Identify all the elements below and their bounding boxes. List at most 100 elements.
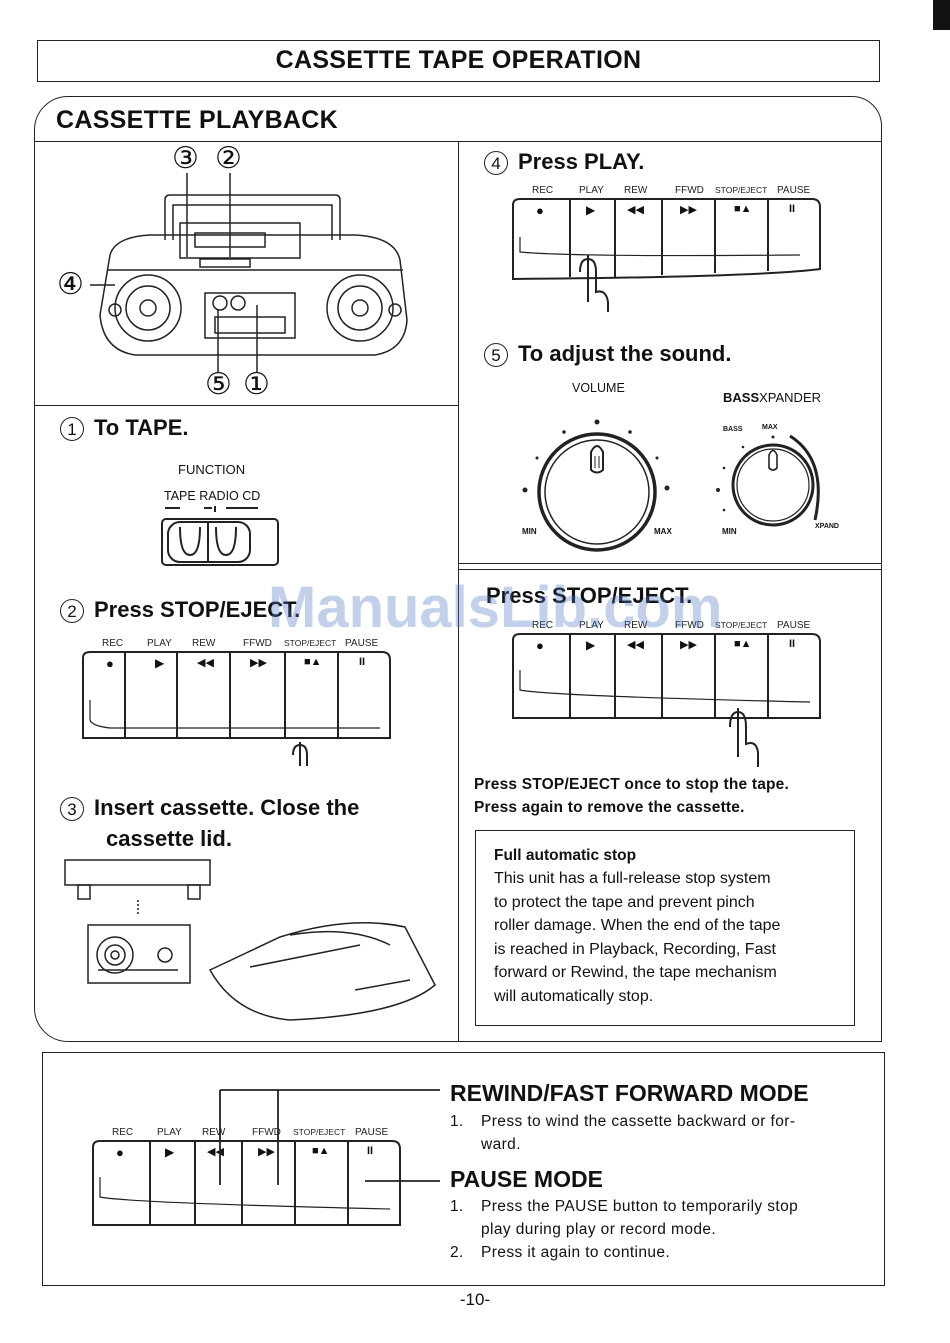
label-rew: REW [192,638,216,649]
auto-stop-note-box: Full automatic stop This unit has a full… [475,830,855,1026]
note-line-5: forward or Rewind, the tape mechanism [494,964,777,981]
label-rew: REW [202,1127,226,1138]
rewind-item-1-line2: ward. [481,1136,521,1153]
symbol-play: ▶ [155,656,165,670]
max-small-label: MAX [762,424,778,431]
step-3-title-line2: cassette lid. [106,826,232,851]
step-4-number: 4 [484,151,508,176]
label-play: PLAY [157,1127,182,1138]
label-ffwd: FFWD [252,1127,281,1138]
step-4-title-row: 4 Press PLAY. [484,149,645,176]
label-stop-eject: STOP/EJECT [284,638,337,648]
pause-item-1-line2: play during play or record mode. [481,1221,717,1238]
label-play: PLAY [147,638,172,649]
step-6-line1: Press STOP/EJECT once to stop the tape. [474,776,790,793]
symbol-ffwd: ▶▶ [250,657,267,669]
label-pause: PAUSE [355,1127,389,1138]
label-rec: REC [532,185,554,196]
label-stop-eject: STOP/EJECT [715,185,768,195]
left-divider [34,405,458,406]
callout-3-top: ③ [172,142,199,175]
symbol-ffwd: ▶▶ [680,639,697,651]
bassxpander-label: BASSXPANDER [723,390,821,405]
rewind-item-1-line1: Press to wind the cassette backward or f… [481,1113,796,1130]
symbol-pause: II [359,656,366,668]
step-5-title: To adjust the sound. [518,341,732,366]
label-rew: REW [624,185,648,196]
label-rec: REC [532,620,554,631]
label-play: PLAY [579,185,604,196]
label-pause: PAUSE [777,185,811,196]
note-line-2: to protect the tape and prevent pinch [494,893,755,911]
rewind-item-1-num: 1. [450,1113,464,1130]
volume-knob[interactable] [515,410,685,560]
bassxpander-knob[interactable] [710,420,850,550]
step-3-title-row: 3 Insert cassette. Close the [60,795,360,822]
page-header-box: CASSETTE TAPE OPERATION [37,40,880,82]
modes-box [42,1052,885,1286]
symbol-rec: ● [106,656,114,671]
symbol-rec: ● [536,203,544,218]
column-divider [458,141,459,1042]
label-stop-eject: STOP/EJECT [715,620,768,630]
callout-2-top: ② [215,142,242,175]
label-rec: REC [112,1127,134,1138]
step-3-title-line1: Insert cassette. Close the [94,795,360,820]
symbol-stop-eject: ■▲ [312,1145,330,1157]
bassxpander-label-rest: XPANDER [759,390,822,405]
symbol-rew: ◀◀ [197,657,214,669]
function-label: FUNCTION [178,462,246,477]
note-line-4: is reached in Playback, Recording, Fast [494,940,776,958]
step-6-line2: Press again to remove the cassette. [474,799,745,816]
symbol-rec: ● [536,638,544,653]
page-edge-tab [933,0,950,30]
label-ffwd: FFWD [243,638,272,649]
symbol-stop-eject: ■▲ [734,203,752,215]
rewind-mode-title: REWIND/FAST FORWARD MODE [450,1080,809,1106]
callout-4-left: ④ [57,268,84,301]
step-1-number: 1 [60,417,84,442]
pause-item-1-line1: Press the PAUSE button to temporarily st… [481,1198,799,1215]
bass-min: MIN [722,527,737,536]
function-positions: TAPE RADIO CD [164,489,261,503]
step-1-title: To TAPE. [94,415,189,440]
boombox-illustration [55,145,435,405]
step-6-title: Press STOP/EJECT. [486,583,693,608]
volume-label: VOLUME [572,381,625,395]
page-title: CASSETTE TAPE OPERATION [275,46,642,74]
xpand-label: XPAND [815,523,839,530]
symbol-stop-eject: ■▲ [734,638,752,650]
cassette-insert-illustration [60,855,450,1030]
callout-5-bottom: ⑤ [205,368,232,401]
symbol-play: ▶ [165,1145,175,1159]
symbol-ffwd: ▶▶ [680,204,697,216]
symbol-ffwd: ▶▶ [258,1146,275,1158]
pause-item-1-num: 1. [450,1198,464,1215]
step-4-button-panel: REC PLAY REW FFWD STOP/EJECT PAUSE ● ▶ ◀… [510,183,825,318]
step-1-title-row: 1 To TAPE. [60,415,189,442]
symbol-play: ▶ [586,638,596,652]
step-3-number: 3 [60,797,84,822]
volume-max: MAX [654,527,672,536]
symbol-pause: II [789,638,796,650]
function-switch-illustration [160,505,290,575]
pause-item-2-line1: Press it again to continue. [481,1244,671,1261]
bass-small-label: BASS [723,426,743,433]
mode-connector-lines [219,1089,440,1185]
pause-item-2-num: 2. [450,1244,464,1261]
label-ffwd: FFWD [675,620,704,631]
pause-mode-title: PAUSE MODE [450,1166,603,1192]
label-pause: PAUSE [777,620,811,631]
symbol-rew: ◀◀ [627,204,644,216]
right-divider [458,563,882,564]
watermark: ManualsLib.com [268,575,723,640]
symbol-rec: ● [116,1145,124,1160]
page-number: -10- [459,1290,491,1309]
right-divider-2 [458,569,882,570]
symbol-pause: II [789,203,796,215]
label-rec: REC [102,638,124,649]
step-4-title: Press PLAY. [518,149,645,174]
label-stop-eject: STOP/EJECT [293,1127,346,1137]
